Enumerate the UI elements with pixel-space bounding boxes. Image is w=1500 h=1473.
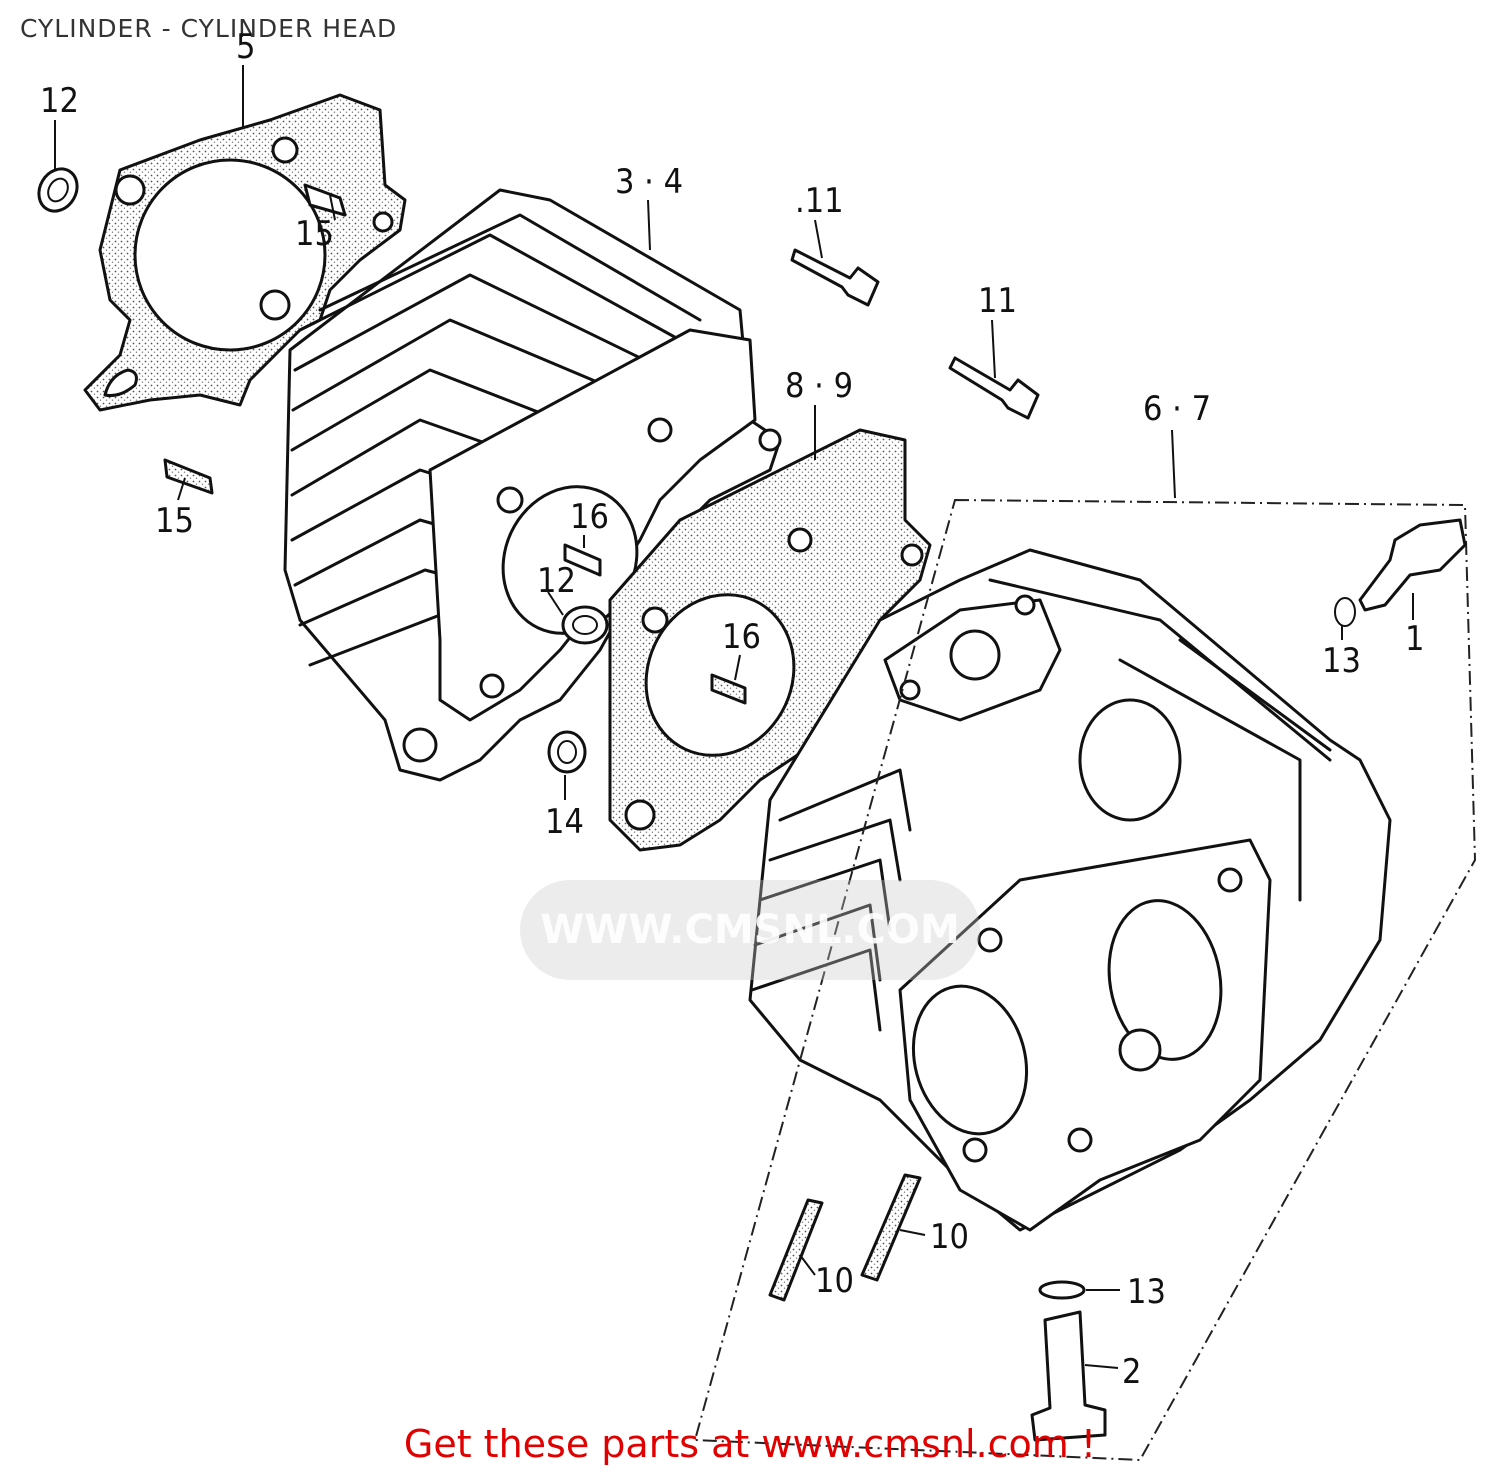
- bolt-part-1: [1358, 518, 1467, 612]
- callout-12-cylinder: 12: [537, 561, 576, 601]
- cylinder-head-part-6-7: [748, 548, 1392, 1232]
- callout-15-left: 15: [155, 501, 194, 541]
- callout-8-9: 8 · 9: [785, 366, 853, 406]
- callout-14: 14: [545, 802, 584, 842]
- watermark-logo: WWW.CMSNL.COM: [520, 880, 980, 980]
- callout-3-4: 3 · 4: [615, 162, 683, 202]
- group-bracket-6-7: [693, 498, 1477, 1462]
- callout-16-cylinder: 16: [570, 497, 609, 537]
- leader-lines: [54, 65, 1414, 1369]
- dowel-pin-part-16-gasket: [710, 673, 747, 705]
- bolt-part-11-upper: [790, 248, 880, 307]
- callout-10-right: 10: [930, 1217, 969, 1257]
- callout-10-left: 10: [815, 1261, 854, 1301]
- dowel-pin-part-15-left: [163, 458, 214, 495]
- callout-13-lower: 13: [1127, 1272, 1166, 1312]
- stud-bolt-part-10-left: [768, 1198, 824, 1302]
- o-ring-part-13-upper: [1334, 597, 1356, 627]
- callout-11-lower: 11: [978, 281, 1017, 321]
- footer-link[interactable]: Get these parts at www.cmsnl.com !: [403, 1422, 1097, 1466]
- callout-15-top: 15: [295, 214, 334, 254]
- callout-16-gasket: 16: [722, 617, 761, 657]
- callout-11-upper: .11: [795, 181, 844, 221]
- dowel-pin-part-16-cylinder: [563, 543, 602, 577]
- callout-5: 5: [236, 27, 255, 67]
- callout-13-upper: 13: [1322, 641, 1361, 681]
- washer-part-12-top: [37, 167, 79, 213]
- callout-12-top: 12: [40, 81, 79, 121]
- callout-6-7: 6 · 7: [1143, 389, 1211, 429]
- cylinder-part-3-4: [283, 188, 782, 782]
- o-ring-part-13-lower: [1038, 1280, 1086, 1300]
- stud-bolt-part-10-right: [860, 1173, 922, 1282]
- callout-1: 1: [1405, 619, 1424, 659]
- callout-2: 2: [1122, 1352, 1141, 1392]
- washer-part-12-cylinder: [561, 605, 609, 645]
- washer-part-14: [547, 730, 587, 774]
- page-title: CYLINDER - CYLINDER HEAD: [20, 14, 398, 43]
- dowel-pin-part-15-top: [303, 183, 347, 217]
- base-gasket-part-5: [83, 93, 407, 412]
- bolt-part-11-lower: [948, 356, 1040, 420]
- head-gasket-part-8-9: [608, 428, 932, 852]
- bolt-part-2: [1030, 1310, 1107, 1442]
